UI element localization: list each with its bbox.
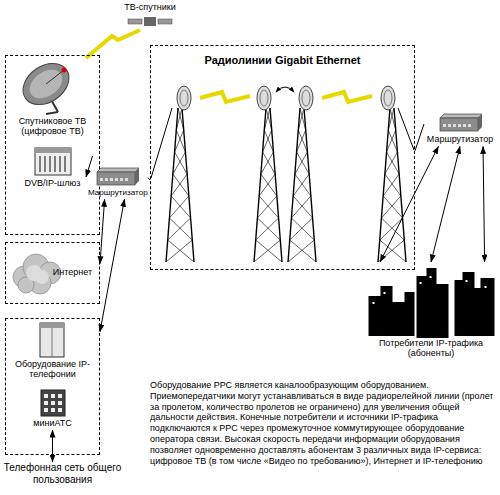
radio-towers bbox=[166, 86, 406, 262]
node-label: DVB/IP-шлюз bbox=[15, 178, 91, 188]
node-label: Потребители IP-трафика (абоненты) bbox=[366, 338, 496, 359]
node-label: Маршрутизатор bbox=[88, 188, 146, 197]
radio-beam bbox=[322, 92, 372, 102]
radio-beam bbox=[86, 30, 140, 58]
equipment-group: Спутниковое ТВ (цифровое ТВ) DVB/IP-шлюз bbox=[5, 55, 100, 235]
connector bbox=[100, 199, 105, 263]
satellite-dish-icon bbox=[6, 56, 99, 116]
note-text: Оборудование РРС является каналообразующ… bbox=[150, 380, 495, 466]
connector-line bbox=[380, 146, 438, 262]
node-label: Радиолинии Gigabit Ethernet bbox=[153, 54, 412, 67]
router-box: Маршрутизатор bbox=[86, 166, 148, 199]
node-label: Спутниковое ТВ (цифровое ТВ) bbox=[8, 116, 97, 137]
connector-line bbox=[483, 146, 485, 262]
connector-line bbox=[431, 146, 460, 262]
node-label: Телефонная сеть общего пользования bbox=[2, 462, 123, 485]
link-arrow bbox=[276, 87, 294, 92]
satellite-label: ТВ-спутники bbox=[108, 2, 192, 13]
gateway-box: DVB/IP-шлюз bbox=[13, 145, 93, 190]
connector bbox=[100, 199, 124, 331]
router-icon bbox=[86, 166, 148, 188]
router-box: Маршрутизатор bbox=[424, 112, 496, 146]
network-label: Телефонная сеть общего пользования bbox=[0, 462, 125, 487]
city-icon bbox=[364, 262, 498, 338]
internet-group: Интернет bbox=[5, 242, 100, 304]
connector-line bbox=[86, 156, 93, 177]
connector-line bbox=[52, 430, 53, 462]
gateway-rack-icon bbox=[13, 145, 93, 177]
satellite-icon bbox=[128, 17, 172, 26]
router-icon bbox=[424, 112, 496, 134]
connector bbox=[52, 430, 53, 462]
radio-link-group: Радиолинии Gigabit Ethernet bbox=[150, 45, 415, 270]
connector-line bbox=[415, 124, 424, 151]
equipment-group: Оборудование IP-телефонии миниАТС bbox=[5, 318, 100, 455]
connector-line bbox=[100, 199, 105, 263]
connector-line bbox=[100, 199, 124, 331]
connector bbox=[86, 156, 93, 177]
subscribers-group: Потребители IP-трафика (абоненты) bbox=[364, 262, 498, 361]
connector bbox=[380, 146, 485, 262]
feeder-line bbox=[151, 108, 172, 178]
connector bbox=[415, 124, 424, 151]
node-label: Интернет bbox=[48, 267, 97, 277]
pbx-box: миниАТС bbox=[18, 388, 88, 430]
node-label: Оборудование IP-телефонии bbox=[8, 359, 97, 380]
node-label: миниАТС bbox=[20, 418, 86, 428]
feeder-line bbox=[398, 108, 414, 150]
telephony-cabinet-icon bbox=[6, 319, 99, 359]
node-label: Маршрутизатор bbox=[426, 134, 494, 144]
radio-beam bbox=[200, 92, 250, 102]
pbx-icon bbox=[18, 388, 88, 418]
